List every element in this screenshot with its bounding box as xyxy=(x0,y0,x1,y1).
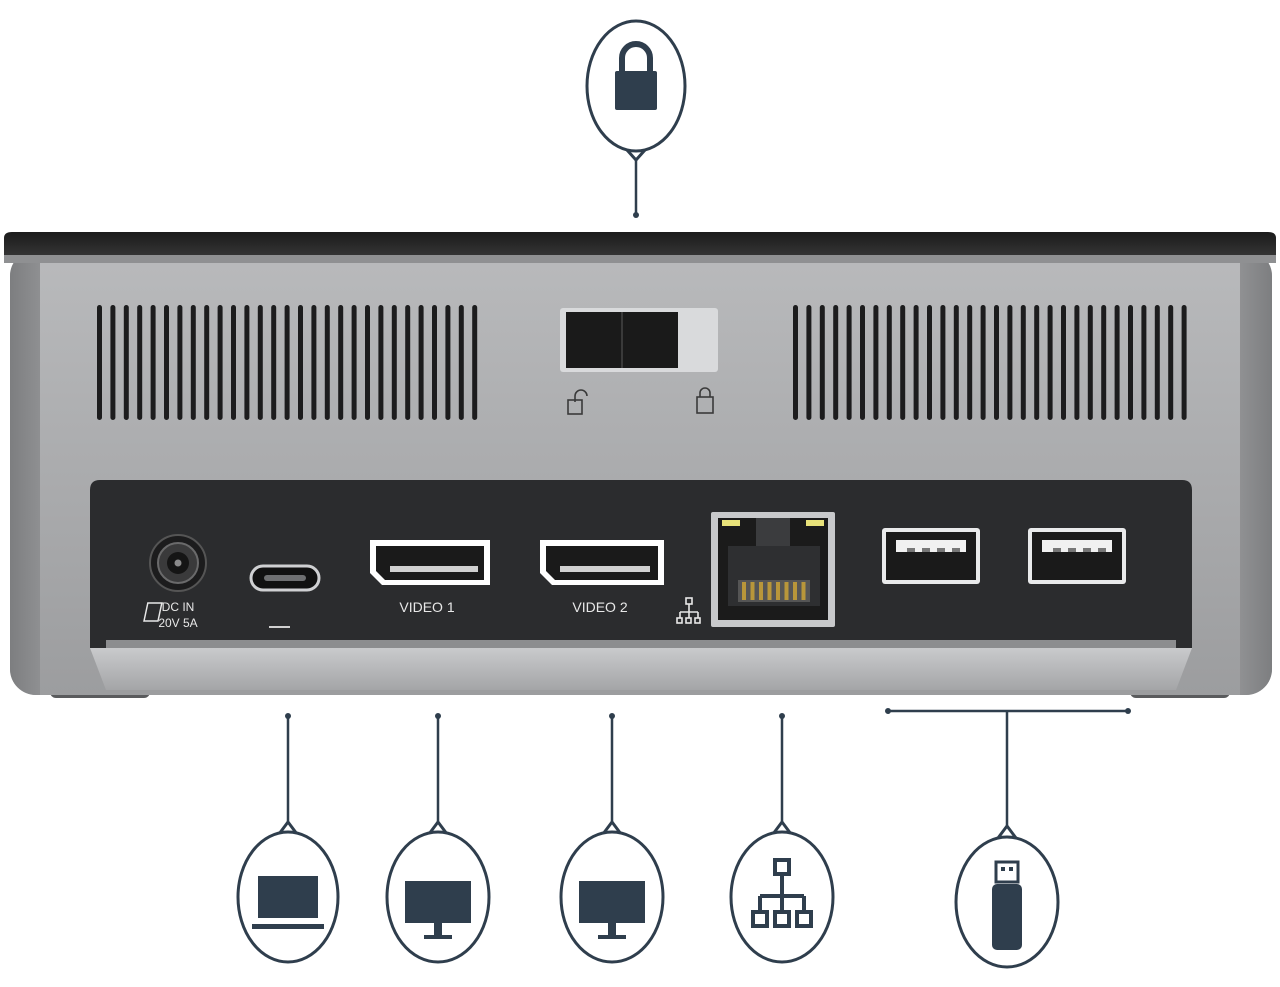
vent-slot xyxy=(298,305,303,420)
vent-grille-right xyxy=(793,305,1187,420)
vent-slot xyxy=(324,305,330,420)
vent-slot xyxy=(150,305,156,420)
vent-slot xyxy=(458,305,464,420)
vent-slot xyxy=(980,305,986,420)
ethernet-pin xyxy=(759,582,763,600)
vent-slot xyxy=(1168,305,1174,420)
vent-slot xyxy=(1114,305,1120,420)
vent-slot xyxy=(137,305,143,420)
vent-slot xyxy=(1074,305,1080,420)
callout-laptop xyxy=(236,713,340,964)
ethernet-pin xyxy=(801,582,806,600)
callout-network xyxy=(729,713,835,964)
vent-slot xyxy=(271,305,277,420)
usb-drive-icon xyxy=(992,860,1022,950)
vent-slot xyxy=(927,305,932,420)
vent-slot xyxy=(204,305,210,420)
vent-slot xyxy=(793,305,798,420)
vent-slot xyxy=(311,305,317,420)
callout-monitor-2 xyxy=(559,713,665,964)
callout-usb xyxy=(885,708,1131,969)
laptop-icon xyxy=(252,876,324,929)
callout-lock xyxy=(585,19,687,218)
network-icon xyxy=(751,858,813,928)
displayport-1[interactable] xyxy=(370,540,490,585)
vent-slot xyxy=(378,305,384,420)
vent-slot xyxy=(1061,305,1066,420)
callout-monitor-1 xyxy=(385,713,491,964)
usb-a-port-2[interactable] xyxy=(1028,528,1126,584)
vent-slot xyxy=(1034,305,1040,420)
vent-slot xyxy=(953,305,959,420)
vent-slot xyxy=(338,305,344,420)
vent-slot xyxy=(819,305,825,420)
vent-slot xyxy=(913,305,919,420)
vent-slot xyxy=(1047,305,1053,420)
vent-slot xyxy=(110,305,116,420)
ethernet-pin xyxy=(776,582,780,600)
vent-slot xyxy=(432,305,437,420)
vent-slot xyxy=(1141,305,1147,420)
dc-in-port[interactable] xyxy=(149,534,207,592)
unlocked-symbol-icon xyxy=(567,389,588,415)
vent-slot xyxy=(418,305,424,420)
ethernet-port[interactable] xyxy=(711,512,835,627)
vent-slot xyxy=(123,305,129,420)
vent-slot xyxy=(846,305,852,420)
vent-slot xyxy=(1020,305,1026,420)
vent-slot xyxy=(967,305,973,420)
dock-body xyxy=(4,232,1276,698)
vent-slot xyxy=(940,305,946,420)
vent-slot xyxy=(994,305,999,420)
vent-slot xyxy=(472,305,478,420)
vent-slot xyxy=(1101,305,1107,420)
ethernet-pin xyxy=(767,582,772,600)
vent-slot xyxy=(806,305,812,420)
vent-slot xyxy=(900,305,906,420)
vent-slot xyxy=(886,305,892,420)
vent-slot xyxy=(284,305,290,420)
monitor-icon xyxy=(405,881,471,939)
usb-a-port-1[interactable] xyxy=(882,528,980,584)
ethernet-pin xyxy=(742,582,746,600)
vent-slot xyxy=(445,305,451,420)
vent-slot xyxy=(833,305,839,420)
vent-slot xyxy=(190,305,196,420)
usb-c-port[interactable] xyxy=(249,564,321,592)
vent-slot xyxy=(257,305,263,420)
vent-slot xyxy=(1154,305,1160,420)
vent-slot xyxy=(351,305,357,420)
vent-grille-left xyxy=(97,305,478,420)
ethernet-pin xyxy=(793,582,797,600)
vent-slot xyxy=(1087,305,1093,420)
vent-slot xyxy=(1007,305,1013,420)
ethernet-pin xyxy=(784,582,789,600)
ethernet-pin xyxy=(750,582,755,600)
laptop-small-icon xyxy=(143,602,290,628)
vent-slot xyxy=(873,305,879,420)
vent-slot xyxy=(97,305,102,420)
vent-slot xyxy=(244,305,250,420)
displayport-2[interactable] xyxy=(540,540,664,585)
vent-slot xyxy=(365,305,370,420)
vent-slot xyxy=(217,305,223,420)
vent-slot xyxy=(1128,305,1133,420)
dc-in-label: DC IN xyxy=(162,600,195,614)
monitor-icon xyxy=(579,881,645,939)
security-lock-slot[interactable] xyxy=(560,308,718,372)
vent-slot xyxy=(164,305,169,420)
lock-icon xyxy=(615,41,657,110)
dc-in-rating-label: 20V 5A xyxy=(158,616,197,630)
video-1-label: VIDEO 1 xyxy=(399,599,454,615)
vent-slot xyxy=(391,305,397,420)
vent-slot xyxy=(860,305,865,420)
vent-slot xyxy=(405,305,411,420)
vent-slot xyxy=(1181,305,1187,420)
video-2-label: VIDEO 2 xyxy=(572,599,627,615)
vent-slot xyxy=(177,305,183,420)
network-small-icon xyxy=(676,597,701,624)
vent-slot xyxy=(231,305,236,420)
locked-symbol-icon xyxy=(696,387,714,414)
